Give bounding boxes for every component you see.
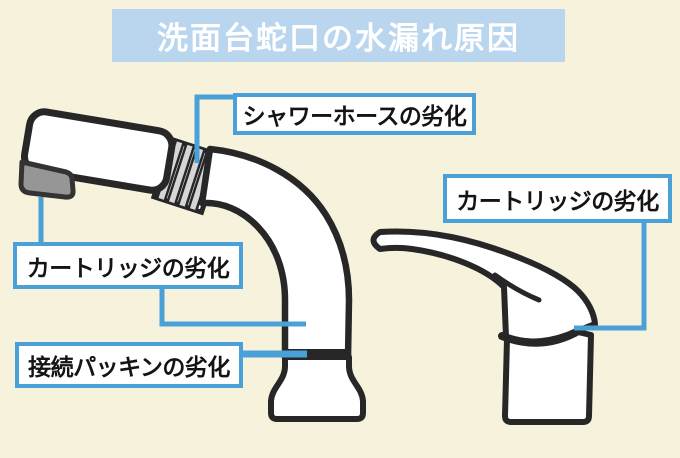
connector-shower-hose bbox=[194, 94, 233, 163]
label-packing: 接続パッキンの劣化 bbox=[15, 342, 243, 388]
label-shower-hose: シャワーホースの劣化 bbox=[233, 93, 476, 135]
title-banner: 洗面台蛇口の水漏れ原因 bbox=[112, 9, 565, 62]
cartridge-joint-line bbox=[498, 326, 584, 347]
connector-cartridge-left-bottom bbox=[159, 287, 306, 327]
label-cartridge-left: カートリッジの劣化 bbox=[13, 242, 243, 289]
handle-crease-line bbox=[492, 272, 542, 303]
label-cartridge-right-text: カートリッジの劣化 bbox=[456, 188, 659, 215]
faucet-arm bbox=[198, 145, 353, 362]
label-cartridge-right: カートリッジの劣化 bbox=[443, 174, 672, 223]
lever-handle-body bbox=[370, 228, 598, 345]
page-title: 洗面台蛇口の水漏れ原因 bbox=[157, 21, 520, 57]
left-faucet bbox=[18, 108, 366, 422]
label-packing-text: 接続パッキンの劣化 bbox=[28, 355, 230, 381]
right-faucet bbox=[370, 228, 598, 425]
spray-head-tip bbox=[18, 159, 76, 200]
faucet-base bbox=[268, 354, 366, 422]
label-shower-hose-text: シャワーホースの劣化 bbox=[242, 104, 467, 130]
connector-cartridge-right bbox=[574, 221, 647, 331]
label-cartridge-left-text: カートリッジの劣化 bbox=[26, 255, 230, 282]
